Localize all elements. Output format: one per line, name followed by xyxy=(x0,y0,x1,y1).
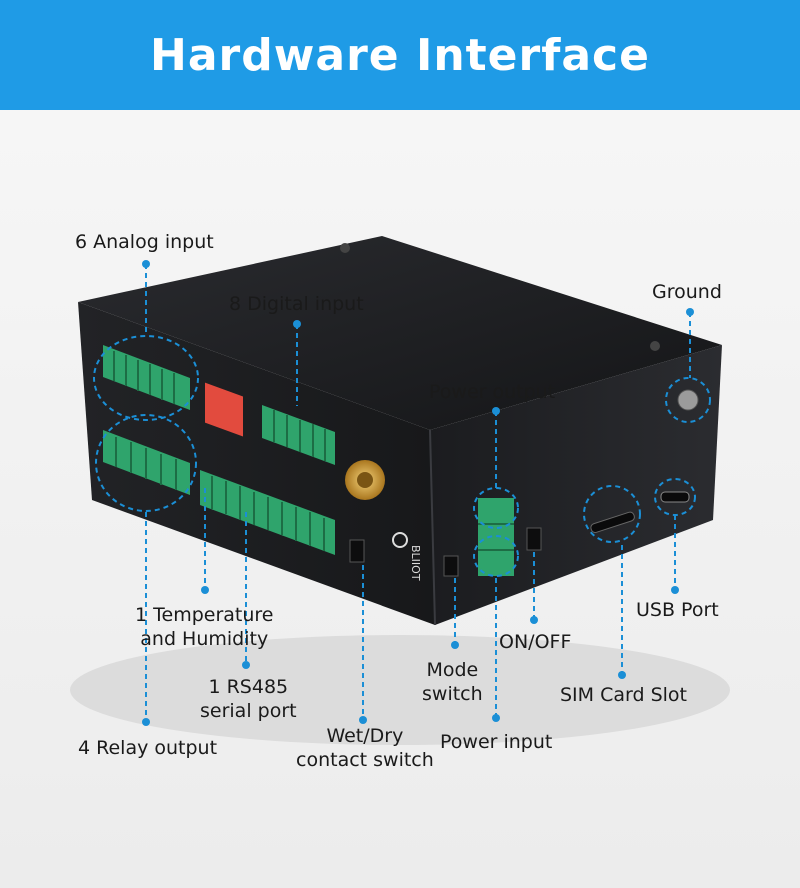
analog-terminal-block xyxy=(103,345,190,410)
label-on-off: ON/OFF xyxy=(499,631,572,653)
highlight-sim xyxy=(583,485,641,543)
brand-logo: BLIIOT xyxy=(392,532,422,581)
device-edge xyxy=(429,429,436,626)
relay-terminal-slots xyxy=(115,437,177,490)
digital-terminal-block xyxy=(262,405,335,465)
device-shadow xyxy=(70,635,730,745)
antenna-connector-core xyxy=(357,472,373,488)
digital-terminal-slots xyxy=(273,410,326,461)
analog-terminal-slots xyxy=(113,351,175,404)
label-relay-output: 4 Relay output xyxy=(78,737,218,759)
label-sim-slot: SIM Card Slot xyxy=(560,684,687,706)
mode-switch-port xyxy=(443,555,459,577)
title-banner: Hardware Interface xyxy=(0,0,800,110)
power-terminal-block xyxy=(478,498,514,576)
sim-slot xyxy=(590,511,635,534)
leader-lines xyxy=(145,264,691,722)
screw-icon xyxy=(650,341,660,351)
label-digital-input: 8 Digital input xyxy=(229,293,364,315)
label-usb-port: USB Port xyxy=(636,599,719,621)
label-analog-input: 6 Analog input xyxy=(75,231,214,253)
label-ground: Ground xyxy=(652,281,722,303)
label-rs485: 1 RS485 serial port xyxy=(200,676,297,722)
wet-dry-switch xyxy=(349,539,365,563)
label-power-input: Power input xyxy=(440,731,553,753)
highlight-relay xyxy=(95,414,197,512)
highlight-power-input xyxy=(473,535,519,577)
svg-text:BLIIOT: BLIIOT xyxy=(409,545,422,581)
leader-dots xyxy=(142,260,694,726)
label-temp-humidity: 1 Temperature and Humidity xyxy=(135,604,274,650)
label-power-output: Power output xyxy=(429,381,556,403)
ground-screw xyxy=(677,389,699,411)
usb-port xyxy=(660,491,690,503)
highlight-power-output xyxy=(473,487,519,529)
device-top-face xyxy=(78,236,722,430)
screw-icon xyxy=(340,243,350,253)
highlight-ground xyxy=(665,377,711,423)
label-mode-switch: Mode switch xyxy=(422,659,483,705)
lower-terminal-slots xyxy=(211,476,325,551)
label-wet-dry: Wet/Dry contact switch xyxy=(296,725,434,771)
on-off-switch xyxy=(526,527,542,551)
highlight-analog xyxy=(93,335,199,421)
page-title: Hardware Interface xyxy=(150,29,650,81)
dip-switch xyxy=(205,382,243,437)
